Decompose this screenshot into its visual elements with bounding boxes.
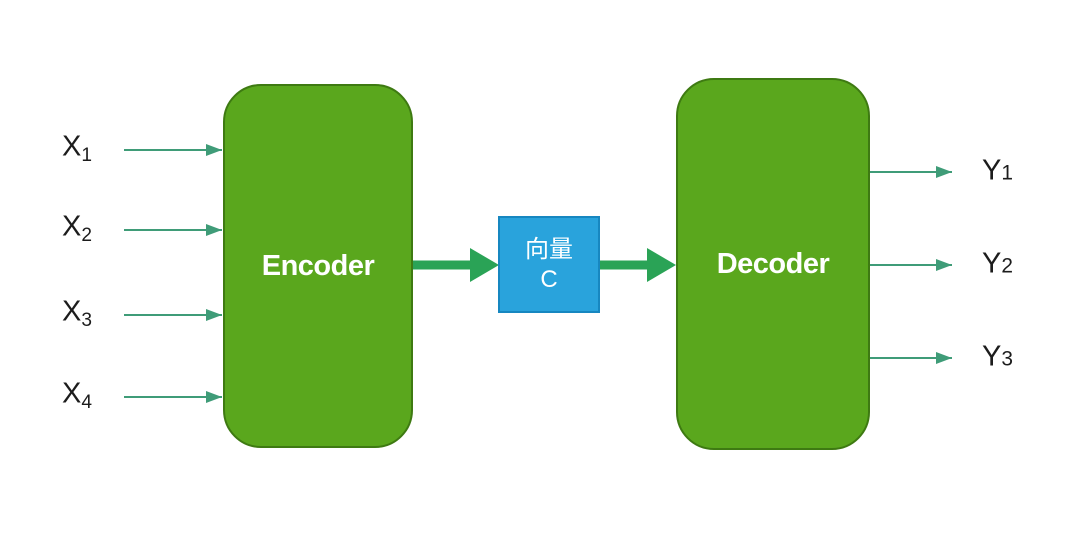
decoder-label: Decoder <box>716 247 830 280</box>
output-label-subscript: 2 <box>1001 254 1013 278</box>
output-label-y1: Y1 <box>982 155 1013 188</box>
output-label-base: Y <box>982 154 1002 187</box>
input-label-x3: X3 <box>62 296 92 332</box>
output-label-subscript: 1 <box>1001 161 1013 185</box>
input-label-base: X <box>62 210 82 243</box>
decoder-block: Decoder <box>676 78 870 450</box>
context-vector-label-line1: 向量 <box>525 235 573 263</box>
encoder-to-context-arrow-head <box>470 248 499 282</box>
input-label-x1: X1 <box>62 131 92 167</box>
output-label-base: Y <box>982 247 1002 280</box>
output-label-base: Y <box>982 340 1002 373</box>
encoder-block: Encoder <box>223 84 413 448</box>
input-label-subscript: 2 <box>81 225 92 247</box>
context-to-decoder-arrow-head <box>647 248 676 282</box>
input-label-subscript: 1 <box>81 145 92 167</box>
input-label-subscript: 3 <box>81 310 92 332</box>
input-label-base: X <box>62 377 82 410</box>
context-vector-label-line2: C <box>540 265 558 293</box>
encoder-label: Encoder <box>261 249 375 282</box>
context-vector-box: 向量 C <box>498 216 600 313</box>
output-label-subscript: 3 <box>1001 347 1013 371</box>
input-label-x2: X2 <box>62 211 92 247</box>
input-label-subscript: 4 <box>81 392 92 414</box>
output-label-y3: Y3 <box>982 341 1013 374</box>
input-label-x4: X4 <box>62 378 92 414</box>
input-label-base: X <box>62 295 82 328</box>
input-label-base: X <box>62 130 82 163</box>
output-label-y2: Y2 <box>982 248 1013 281</box>
